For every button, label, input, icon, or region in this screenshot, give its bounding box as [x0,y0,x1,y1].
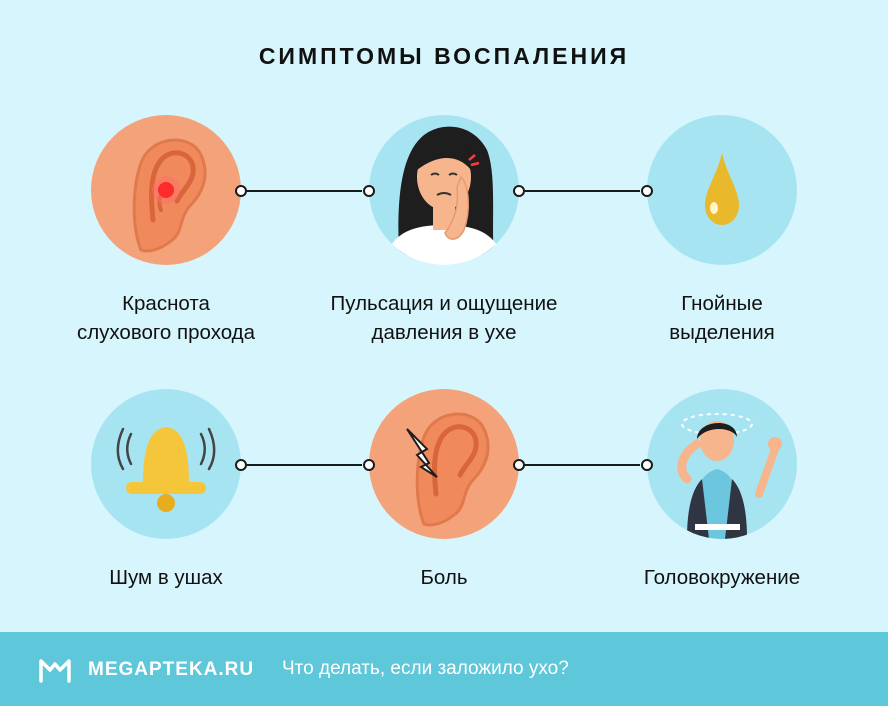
footer-bar: MEGAPTEKA.RU Что делать, если заложило у… [0,632,888,706]
bell-icon [116,427,216,512]
connector-line [247,464,362,466]
tinnitus-illustration [91,389,241,539]
connector-dot [513,185,525,197]
symptom-label-pain: Боль [420,566,468,589]
ear-pain-illustration [369,389,519,539]
woman-holding-cheek-illustration [369,115,519,265]
woman-pain-icon [384,126,504,265]
brand-name[interactable]: MEGAPTEKA.RU [88,659,255,680]
article-title-link[interactable]: Что делать, если заложило ухо? [282,658,569,679]
connector-dot [641,459,653,471]
page-title: СИМПТОМЫ ВОСПАЛЕНИЯ [258,43,630,69]
ear-icon [132,138,207,253]
discharge-illustration [647,115,797,265]
dizzy-person-icon [677,413,782,539]
connector-line [525,190,640,192]
symptom-label-dizziness: Головокружение [643,566,801,589]
dizziness-illustration [647,389,797,539]
connector-dot [235,459,247,471]
connector-dot [641,185,653,197]
megapteka-logo-icon[interactable] [38,656,72,684]
ear-redness-illustration [91,115,241,265]
drop-icon [705,153,739,225]
connector-dot [363,185,375,197]
connector-dot [513,459,525,471]
connector-line [525,464,640,466]
ear-lightning-icon [406,412,490,527]
symptom-label-tinnitus: Шум в ушах [109,566,223,589]
connector-line [247,190,362,192]
connector-dot [363,459,375,471]
connector-dot [235,185,247,197]
